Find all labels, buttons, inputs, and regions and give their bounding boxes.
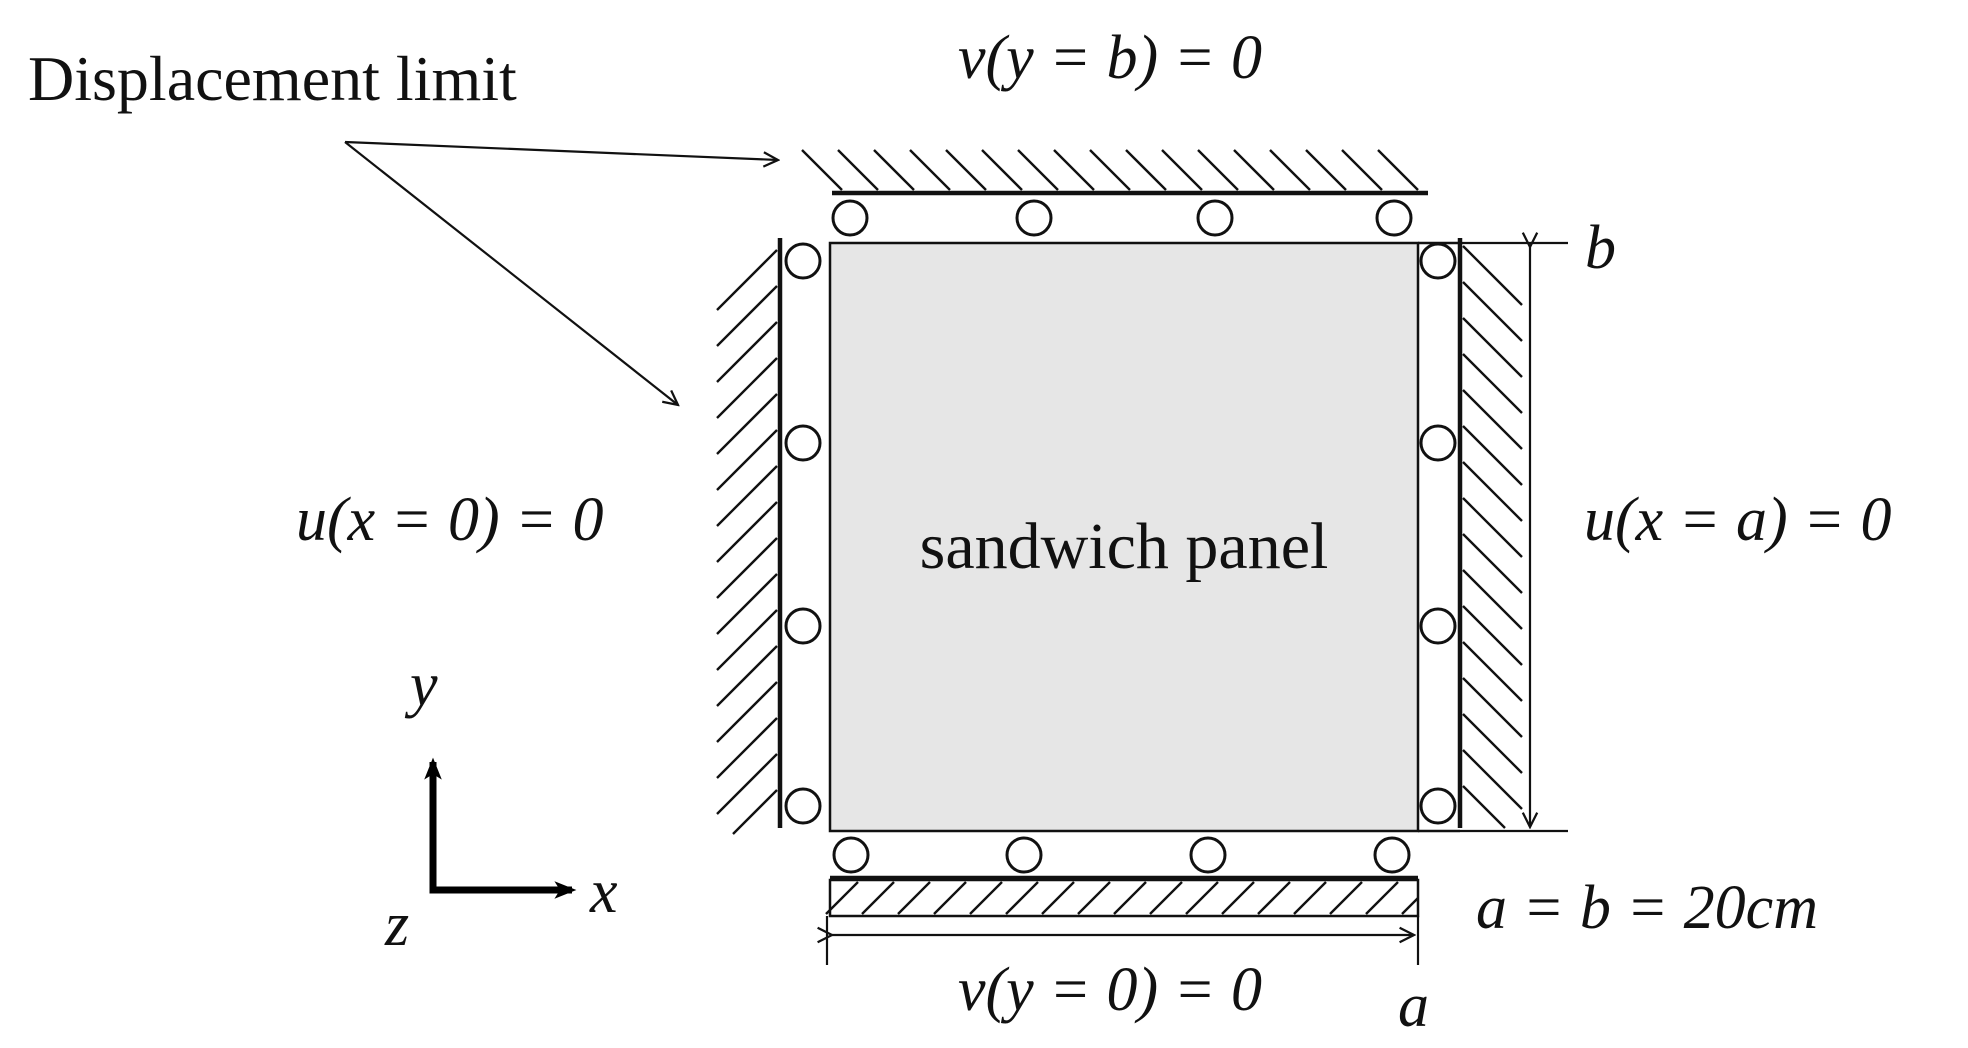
roller-left-2 (784, 424, 822, 462)
left-hatch (716, 249, 778, 835)
roller-bottom-1 (832, 836, 870, 874)
coordinate-axes (424, 757, 577, 899)
roller-right-3 (1419, 607, 1457, 645)
top-hatch (801, 149, 1419, 191)
roller-top-3 (1196, 199, 1234, 237)
annotation-arrows (344, 140, 778, 405)
bottom-support (825, 836, 1420, 918)
roller-bottom-3 (1189, 836, 1227, 874)
bc-left-label: u(x = 0) = 0 (296, 486, 604, 554)
roller-top-4 (1375, 199, 1413, 237)
sandwich-panel (828, 241, 1420, 833)
panel-label: sandwich panel (920, 510, 1329, 583)
roller-bottom-4 (1373, 836, 1411, 874)
size-equation-label: a = b = 20cm (1476, 874, 1818, 942)
left-support (716, 238, 822, 835)
bottom-hatch (825, 881, 1419, 915)
right-support (1418, 238, 1568, 833)
roller-right-4 (1419, 787, 1457, 825)
bc-right-label: u(x = a) = 0 (1584, 486, 1892, 554)
roller-right-1 (1419, 242, 1457, 280)
axes-lines (429, 773, 568, 894)
axis-y-label: y (404, 651, 438, 719)
roller-bottom-2 (1005, 836, 1043, 874)
dim-b-label: b (1585, 214, 1616, 282)
roller-right-2 (1419, 424, 1457, 462)
bc-bottom-label: v(y = 0) = 0 (958, 956, 1262, 1024)
axis-x-label: x (589, 858, 618, 926)
roller-left-1 (784, 242, 822, 280)
displacement-limit-label: Displacement limit (28, 43, 517, 114)
dim-a-label: a (1398, 972, 1429, 1040)
top-support (801, 149, 1428, 237)
roller-left-4 (784, 787, 822, 825)
bc-top-label: v(y = b) = 0 (958, 24, 1262, 92)
axis-z-label: z (384, 891, 409, 959)
roller-left-3 (784, 607, 822, 645)
right-hatch (1462, 245, 1523, 829)
dimension-a (827, 916, 1420, 965)
roller-top-2 (1015, 199, 1053, 237)
roller-top-1 (831, 199, 869, 237)
